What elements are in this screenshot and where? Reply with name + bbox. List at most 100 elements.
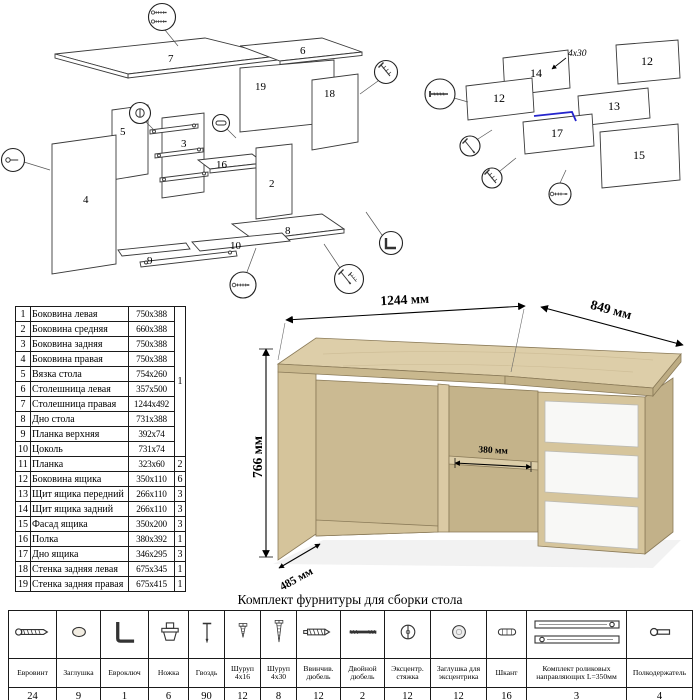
dimension-left-depth: 485 мм (278, 565, 315, 593)
part-label: 15 (633, 148, 645, 162)
desk-exploded-diagram: 7 6 19 18 5 3 16 2 8 4 10 9 (0, 2, 404, 299)
dimension-height: 766 мм (253, 436, 265, 478)
desk-middle-panel (437, 383, 450, 533)
wood-dowel-icon (497, 628, 517, 636)
part-label: 4 (83, 194, 89, 206)
desk-back-wall (315, 379, 439, 537)
part-label: 6 (300, 45, 306, 57)
drawer-rail (154, 147, 204, 159)
part-label: 3 (181, 138, 187, 150)
panel-top-right (239, 37, 363, 66)
screw-4x16-icon (238, 623, 248, 638)
hardware-quantities-row: 24 9 1 6 90 12 8 12 2 12 12 16 3 4 (8, 687, 693, 700)
callout-confirmat-screws (147, 2, 177, 32)
hardware-names-row: Евровинт Заглушка Евроключ Ножка Гвоздь … (8, 658, 693, 688)
callout-long-screw (424, 78, 456, 110)
tabletop-side-edge (652, 352, 682, 398)
cam-cap-icon (451, 625, 466, 639)
part-label: 16 (216, 159, 228, 171)
foot-icon (161, 622, 179, 641)
callout-leader-lines (23, 29, 383, 273)
callout-hex-key (378, 230, 404, 256)
dimension-width: 1244 мм (380, 292, 429, 308)
drawer-facade (599, 123, 681, 189)
part-label: 5 (120, 126, 126, 138)
drawer-slides-icon (533, 620, 620, 644)
part-label: 12 (493, 91, 505, 105)
hardware-kit-table: Евровинт Заглушка Евроключ Ножка Гвоздь … (8, 610, 693, 700)
part-label: 8 (285, 225, 291, 237)
double-dowel-icon (349, 629, 377, 635)
cam-lock-icon (400, 624, 415, 640)
cap-icon (71, 626, 86, 638)
wood-grain (322, 351, 654, 373)
panel-left-side (51, 134, 117, 275)
drawer-exploded-diagram: 4x30 14 12 (424, 39, 681, 206)
hex-key-icon (115, 622, 134, 643)
callout-dowel (211, 113, 231, 133)
threaded-dowel-icon (303, 628, 331, 636)
merged-quantity-cell: 1 (174, 306, 186, 457)
part-label: 18 (324, 88, 336, 100)
callout-leader-lines (453, 97, 567, 184)
nail-icon (202, 622, 212, 644)
screw-size-annotation: 4x30 (568, 49, 587, 59)
desk-body (276, 337, 682, 561)
callout-screw (481, 167, 503, 189)
drawer-bottom-panel (522, 113, 595, 155)
callout-shelf-pin (0, 147, 26, 173)
rail-position-highlight (533, 111, 577, 122)
part-label: 9 (147, 255, 153, 267)
shelf-pin-icon (649, 627, 670, 637)
drawer-rail (139, 250, 238, 268)
part-label: 14 (530, 66, 542, 80)
panel-top-strip (117, 242, 191, 257)
part-label: 19 (255, 81, 267, 93)
drawer-front-1 (544, 400, 639, 448)
dimension-shelf-depth: 380 мм (478, 445, 509, 457)
dimension-right-depth: 849 мм (589, 297, 633, 322)
drawer-front-2 (544, 450, 639, 499)
panel-middle (255, 143, 293, 220)
part-label: 2 (269, 178, 275, 190)
panel-top-left (54, 37, 279, 79)
drawer-tower-right-side (644, 377, 674, 555)
callout-confirmat (229, 271, 257, 299)
callout-confirmat (548, 182, 572, 206)
part-label: 17 (551, 126, 563, 140)
drawer-side-panel-a (615, 39, 681, 85)
panel-shelf (196, 153, 266, 174)
euro-screw-icon (14, 628, 48, 636)
callout-cam-lock (128, 101, 152, 125)
hardware-kit-title: Комплект фурнитуры для сборки стола (237, 592, 463, 607)
callout-screw (373, 59, 399, 85)
callout-nail-and-screw (333, 263, 365, 295)
drawer-side-panel-b (465, 77, 535, 121)
part-label: 12 (641, 54, 653, 68)
screw-4x30-icon (274, 620, 284, 643)
dimension-lines (259, 302, 684, 569)
part-label: 7 (168, 53, 174, 65)
hardware-icons-row (8, 610, 693, 659)
assembled-desk-view: 1244 мм 849 мм 766 мм 485 мм 380 мм (253, 292, 684, 593)
